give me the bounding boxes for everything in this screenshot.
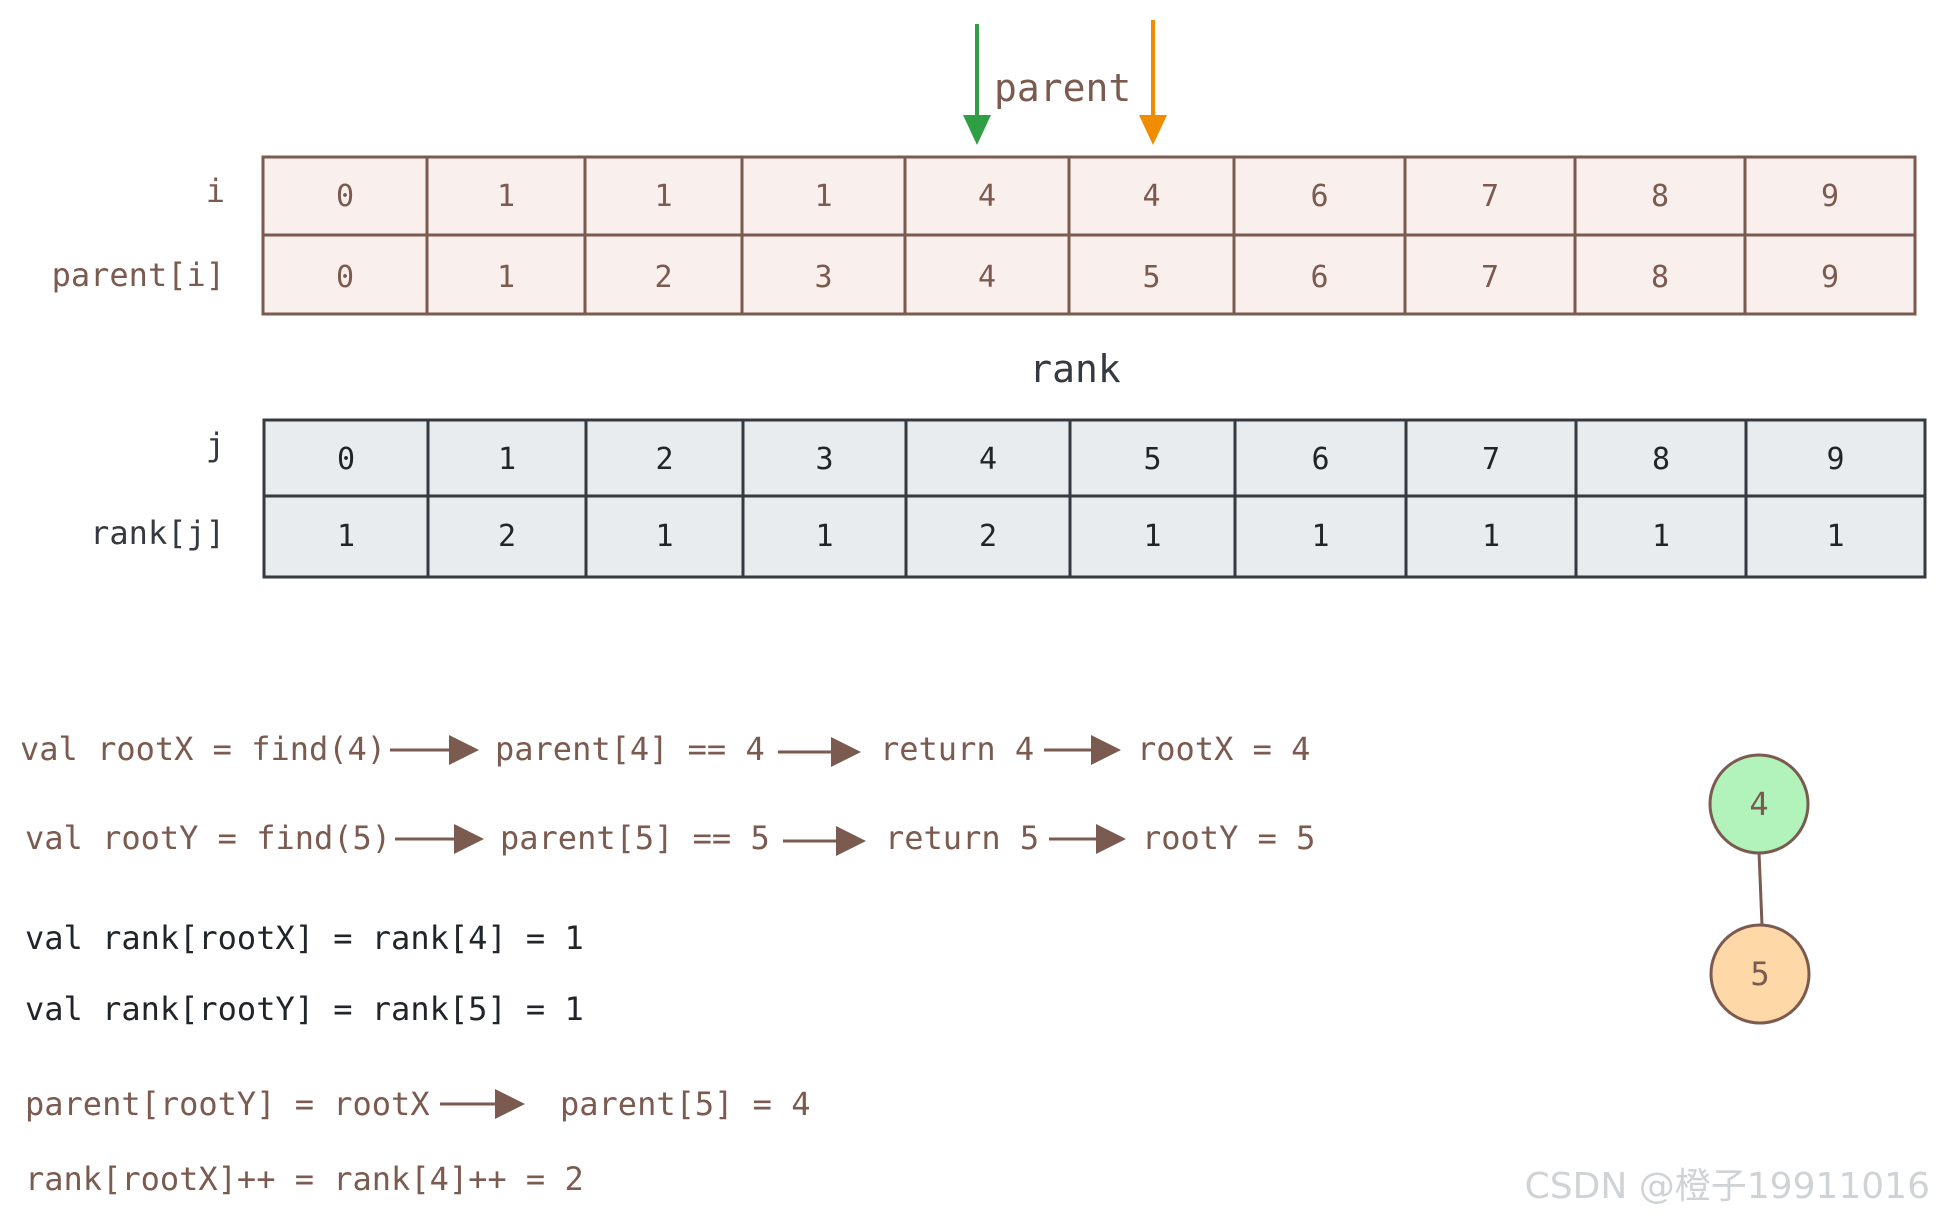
rank-row-label-j: j bbox=[206, 426, 225, 464]
rank-table-columns bbox=[426, 420, 1748, 577]
tree-node-root-label: 4 bbox=[1749, 785, 1768, 823]
parent-table-value-cell: 0 bbox=[336, 260, 354, 295]
flow-x-step-2: parent[4] == 4 bbox=[495, 730, 765, 768]
rank-table-value-cell: 1 bbox=[1143, 519, 1161, 554]
flow-y-step-1: val rootY = find(5) bbox=[25, 819, 391, 857]
flow-x-step-3: return 4 bbox=[880, 730, 1034, 768]
rank-table-value-cell: 1 bbox=[1826, 519, 1844, 554]
rank-table-index-cell: 1 bbox=[498, 442, 516, 477]
tree-node-child-label: 5 bbox=[1750, 955, 1769, 993]
flow-y-step-3: return 5 bbox=[885, 819, 1039, 857]
parent-table-index-cell: 1 bbox=[654, 179, 672, 214]
rank-rooty-line: val rank[rootY] = rank[5] = 1 bbox=[25, 990, 584, 1028]
green-pointer-arrow bbox=[963, 24, 991, 145]
rank-table-value-cell: 2 bbox=[979, 519, 997, 554]
rank-table-index-cell: 4 bbox=[979, 442, 997, 477]
parent-table-value-cell: 1 bbox=[497, 260, 515, 295]
rank-table-value-cell: 2 bbox=[498, 519, 516, 554]
parent-title: parent bbox=[994, 66, 1131, 110]
flow-y-step-2: parent[5] == 5 bbox=[500, 819, 770, 857]
parent-row-label-parent: parent[i] bbox=[52, 256, 225, 294]
parent-table-index-cell: 8 bbox=[1651, 179, 1669, 214]
parent-table-index-cell: 1 bbox=[814, 179, 832, 214]
parent-table-value-cell: 9 bbox=[1821, 260, 1839, 295]
rank-table-index-cell: 0 bbox=[337, 442, 355, 477]
parent-table-index-cell: 9 bbox=[1821, 179, 1839, 214]
parent-row-label-i: i bbox=[206, 172, 225, 210]
rank-table-index-cell: 5 bbox=[1143, 442, 1161, 477]
rank-table-value-cell: 1 bbox=[1652, 519, 1670, 554]
parent-table: i parent[i] 0 1 1 1 4 4 6 7 8 9 0 1 2 3 4 5 6 7 8 9 bbox=[52, 155, 1917, 316]
rank-table-value-cell: 1 bbox=[1311, 519, 1329, 554]
parent-table-index-cell: 6 bbox=[1310, 179, 1328, 214]
rank-j-row: 0 1 2 3 4 5 6 7 8 9 bbox=[337, 442, 1845, 477]
parent-i-row: 0 1 1 1 4 4 6 7 8 9 bbox=[336, 179, 1839, 214]
rank-table-value-cell: 1 bbox=[1482, 519, 1500, 554]
parent-table-index-cell: 4 bbox=[978, 179, 996, 214]
flow-x-step-1: val rootX = find(4) bbox=[20, 730, 386, 768]
flow-x-step-4: rootX = 4 bbox=[1137, 730, 1310, 768]
rank-table-index-cell: 3 bbox=[815, 442, 833, 477]
parent-table-value-cell: 8 bbox=[1651, 260, 1669, 295]
parent-table-value-cell: 6 bbox=[1310, 260, 1328, 295]
parent-table-value-cell: 3 bbox=[814, 260, 832, 295]
orange-pointer-arrow bbox=[1139, 20, 1167, 145]
parent-table-index-cell: 0 bbox=[336, 179, 354, 214]
parent-table-index-cell: 4 bbox=[1142, 179, 1160, 214]
rank-table-index-cell: 2 bbox=[655, 442, 673, 477]
tree-node-child bbox=[1709, 923, 1811, 1025]
flow-y-step-4: rootY = 5 bbox=[1142, 819, 1315, 857]
parent-table-value-cell: 5 bbox=[1142, 260, 1160, 295]
parent-table-value-cell: 7 bbox=[1481, 260, 1499, 295]
rank-table-index-cell: 7 bbox=[1482, 442, 1500, 477]
rank-row-label-rank: rank[j] bbox=[90, 514, 225, 552]
rank-rootx-line: val rank[rootX] = rank[4] = 1 bbox=[25, 919, 584, 957]
union-step-right: parent[5] = 4 bbox=[560, 1085, 810, 1123]
parent-table-value-cell: 2 bbox=[654, 260, 672, 295]
parent-table-index-cell: 1 bbox=[497, 179, 515, 214]
rank-table-frame bbox=[262, 418, 1927, 579]
rank-table-value-cell: 1 bbox=[655, 519, 673, 554]
union-step: parent[rootY] = rootX parent[5] = 4 bbox=[25, 1085, 810, 1123]
rank-value-row: 1 2 1 1 2 1 1 1 1 1 bbox=[337, 519, 1845, 554]
flow-root-y: val rootY = find(5) parent[5] == 5 retur… bbox=[25, 819, 1315, 857]
tree-edge bbox=[1757, 851, 1764, 926]
rank-table-value-cell: 1 bbox=[337, 519, 355, 554]
parent-value-row: 0 1 2 3 4 5 6 7 8 9 bbox=[336, 260, 1839, 295]
rank-table-index-cell: 9 bbox=[1826, 442, 1844, 477]
rank-title: rank bbox=[1029, 347, 1121, 391]
parent-table-index-cell: 7 bbox=[1481, 179, 1499, 214]
parent-table-value-cell: 4 bbox=[978, 260, 996, 295]
rank-table-index-cell: 8 bbox=[1652, 442, 1670, 477]
union-step-left: parent[rootY] = rootX bbox=[25, 1085, 430, 1123]
rank-table-index-cell: 6 bbox=[1311, 442, 1329, 477]
tree-node-root bbox=[1708, 753, 1810, 855]
flow-root-x: val rootX = find(4) parent[4] == 4 retur… bbox=[20, 730, 1310, 768]
rank-increment-line: rank[rootX]++ = rank[4]++ = 2 bbox=[25, 1160, 584, 1198]
watermark: CSDN @橙子19911016 bbox=[1525, 1166, 1930, 1207]
rank-table-value-cell: 1 bbox=[815, 519, 833, 554]
parent-table-columns bbox=[425, 157, 1747, 314]
rank-table: j rank[j] 0 1 2 3 4 5 6 7 8 9 1 2 1 1 2 1 1 1 1 1 bbox=[90, 418, 1927, 579]
union-tree: 4 5 bbox=[1708, 753, 1811, 1025]
